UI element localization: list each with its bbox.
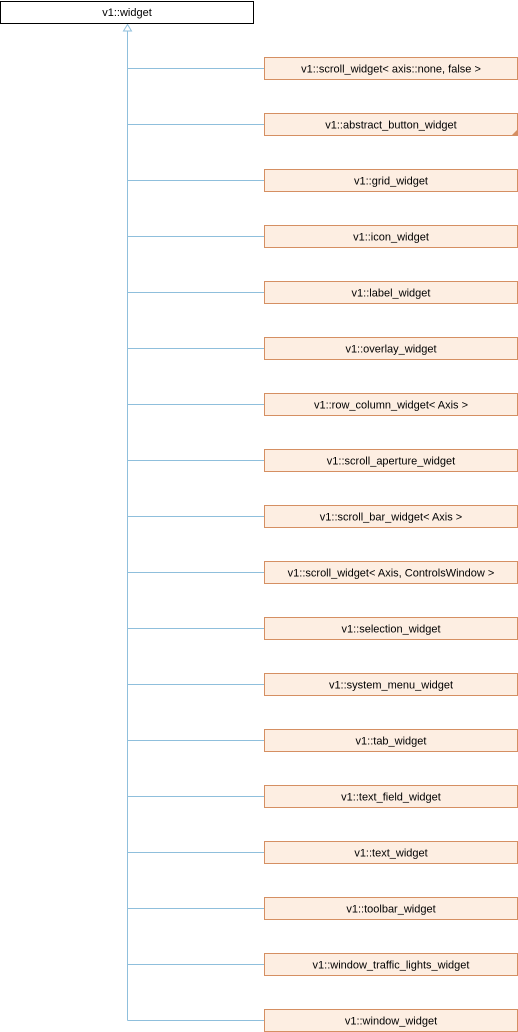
derived-class-node[interactable]: v1::system_menu_widget	[264, 673, 518, 696]
derived-class-node[interactable]: v1::overlay_widget	[264, 337, 518, 360]
derived-class-node[interactable]: v1::toolbar_widget	[264, 897, 518, 920]
derived-class-node[interactable]: v1::tab_widget	[264, 729, 518, 752]
base-class-box[interactable]	[0, 1, 254, 24]
derived-class-node[interactable]: v1::row_column_widget< Axis >	[264, 393, 518, 416]
derived-class-label: v1::grid_widget	[354, 176, 428, 188]
derived-class-node[interactable]: v1::icon_widget	[264, 225, 518, 248]
derived-class-node[interactable]: v1::abstract_button_widget	[264, 113, 518, 136]
derived-class-label: v1::text_field_widget	[341, 792, 441, 804]
derived-class-label: v1::window_widget	[345, 1016, 437, 1028]
derived-class-label: v1::scroll_bar_widget< Axis >	[320, 512, 462, 524]
derived-class-node[interactable]: v1::grid_widget	[264, 169, 518, 192]
derived-class-label: v1::abstract_button_widget	[325, 120, 456, 132]
derived-class-label: v1::overlay_widget	[345, 344, 436, 356]
base-class-node[interactable]: v1::widget	[0, 1, 254, 24]
inheritance-connectors	[122, 23, 265, 1021]
derived-class-label: v1::text_widget	[354, 848, 427, 860]
derived-class-node[interactable]: v1::selection_widget	[264, 617, 518, 640]
derived-class-label: v1::tab_widget	[356, 736, 427, 748]
derived-class-label: v1::row_column_widget< Axis >	[314, 400, 468, 412]
derived-class-node[interactable]: v1::label_widget	[264, 281, 518, 304]
derived-class-node[interactable]: v1::scroll_aperture_widget	[264, 449, 518, 472]
inheritance-arrowhead	[122, 23, 133, 32]
base-class-label: v1::widget	[102, 7, 152, 19]
derived-class-node[interactable]: v1::text_field_widget	[264, 785, 518, 808]
derived-class-label: v1::toolbar_widget	[346, 904, 435, 916]
derived-class-label: v1::window_traffic_lights_widget	[313, 960, 470, 972]
derived-class-node[interactable]: v1::scroll_bar_widget< Axis >	[264, 505, 518, 528]
derived-class-node[interactable]: v1::text_widget	[264, 841, 518, 864]
derived-class-label: v1::system_menu_widget	[329, 680, 453, 692]
more-subclasses-marker	[511, 129, 518, 136]
derived-class-label: v1::scroll_aperture_widget	[327, 456, 455, 468]
derived-class-label: v1::scroll_widget< Axis, ControlsWindow …	[288, 568, 495, 580]
derived-class-label: v1::label_widget	[352, 288, 431, 300]
derived-class-node[interactable]: v1::window_widget	[264, 1009, 518, 1032]
derived-class-label: v1::selection_widget	[341, 624, 440, 636]
derived-class-label: v1::scroll_widget< axis::none, false >	[301, 64, 481, 76]
derived-class-node[interactable]: v1::window_traffic_lights_widget	[264, 953, 518, 976]
derived-class-label: v1::icon_widget	[353, 232, 429, 244]
derived-class-nodes: v1::scroll_widget< axis::none, false >v1…	[264, 57, 518, 1032]
derived-class-node[interactable]: v1::scroll_widget< axis::none, false >	[264, 57, 518, 80]
derived-class-node[interactable]: v1::scroll_widget< Axis, ControlsWindow …	[264, 561, 518, 584]
